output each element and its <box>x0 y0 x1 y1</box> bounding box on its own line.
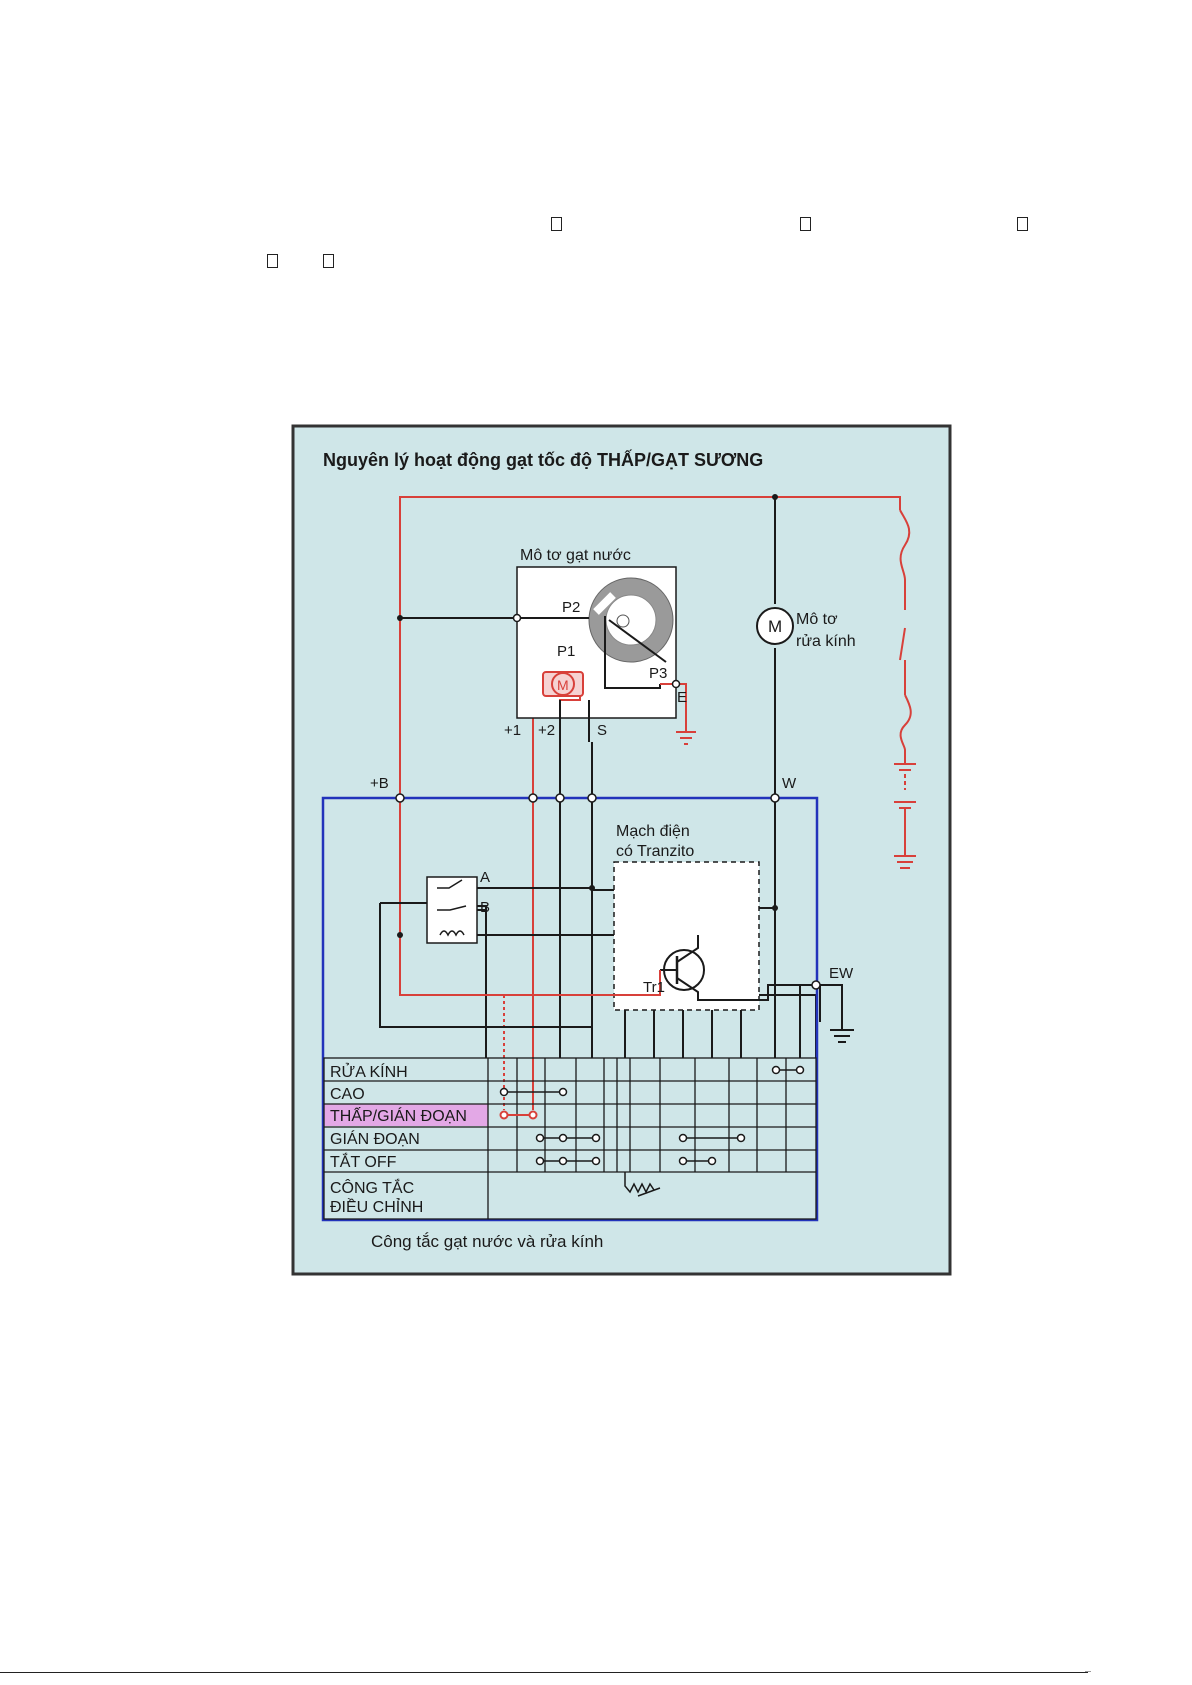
transistor-circuit-box <box>614 862 759 1010</box>
terminal-a: A <box>480 869 490 886</box>
terminal-w: W <box>782 775 797 792</box>
transistor-label: Tr1 <box>643 979 665 996</box>
diagram-title: Nguyên lý hoạt động gạt tốc độ THẤP/GẠT … <box>323 449 763 470</box>
switch-row-off: TẮT OFF <box>330 1152 397 1171</box>
washer-motor-label-2: rửa kính <box>796 633 856 650</box>
switch-row-low-intermittent: THẤP/GIÁN ĐOẠN <box>330 1106 467 1125</box>
terminal-ew: EW <box>829 965 854 982</box>
terminal-plusb: +B <box>370 775 389 792</box>
terminal-s: S <box>597 722 607 739</box>
terminal-b: B <box>480 899 490 916</box>
terminal-e: E <box>677 689 687 706</box>
adjust-switch-label-1: CÔNG TẮC <box>330 1178 414 1197</box>
footer-mark <box>1085 1671 1091 1672</box>
terminal-p3: P3 <box>649 665 667 682</box>
transistor-circuit-label-2: có Tranzito <box>616 843 694 860</box>
adjust-switch-label-2: ĐIỀU CHỈNH <box>330 1197 423 1216</box>
footer-rule <box>0 1672 1088 1673</box>
switch-row-intermittent: GIÁN ĐOẠN <box>330 1129 420 1148</box>
terminal-plus1: +1 <box>504 722 521 739</box>
transistor-circuit-label-1: Mạch điện <box>616 823 690 840</box>
washer-motor-label-1: Mô tơ <box>796 611 838 628</box>
terminal-plus2: +2 <box>538 722 555 739</box>
terminal-p1: P1 <box>557 643 575 660</box>
switch-row-high: CAO <box>330 1086 365 1103</box>
wiper-motor-label: Mô tơ gạt nước <box>520 547 631 564</box>
switch-caption: Công tắc gạt nước và rửa kính <box>371 1232 603 1251</box>
switch-row-washer: RỬA KÍNH <box>330 1062 408 1081</box>
washer-motor-letter: M <box>768 617 782 636</box>
wiper-motor-letter: M <box>557 677 569 693</box>
terminal-p2: P2 <box>562 599 580 616</box>
